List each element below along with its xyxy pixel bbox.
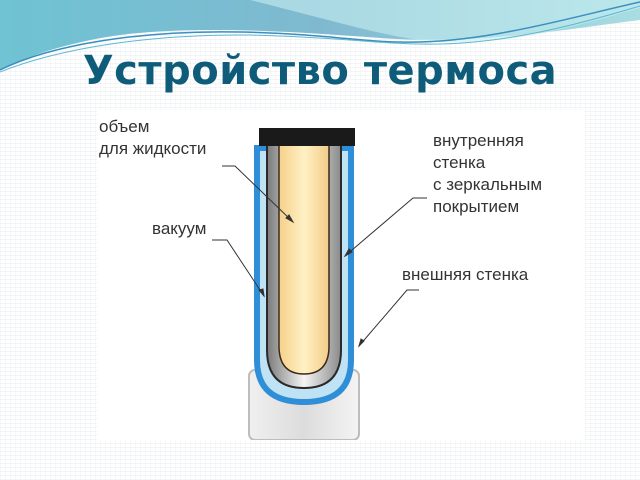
thermos-cap (259, 128, 355, 146)
label-line: с зеркальным (433, 175, 543, 194)
label-liquid-volume: объем для жидкости (99, 116, 206, 160)
thermos-illustration (212, 128, 427, 440)
header-wave-decoration (0, 0, 640, 73)
label-line: покрытием (433, 197, 520, 216)
label-line: стенка (433, 153, 486, 172)
label-inner-wall: внутренняя стенка с зеркальным покрытием (433, 130, 542, 218)
label-line: объем (99, 117, 150, 136)
label-outer-wall: внешняя стенка (402, 265, 529, 284)
slide-title: Устройство термоса (82, 48, 558, 94)
label-line: внутренняя (433, 131, 524, 150)
thermos-diagram: объем для жидкости вакуум внутренняя сте… (97, 110, 585, 440)
label-line: для жидкости (99, 139, 207, 158)
liquid-volume (278, 143, 330, 375)
label-vacuum: вакуум (152, 219, 207, 238)
